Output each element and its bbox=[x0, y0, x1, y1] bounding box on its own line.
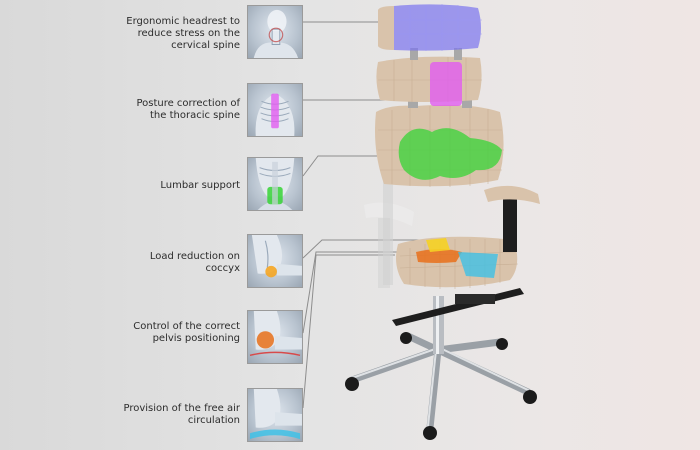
lumbar-spine-xray-icon bbox=[247, 157, 303, 211]
air-label: Provision of the free air circulation bbox=[123, 403, 240, 426]
pelvis-label: Control of the correct pelvis positionin… bbox=[133, 321, 240, 344]
right-armrest bbox=[484, 185, 540, 252]
backrest bbox=[375, 104, 504, 187]
coccyx-highlight bbox=[426, 238, 450, 252]
air-circulation-xray-icon bbox=[247, 388, 303, 442]
neck-xray-icon bbox=[247, 5, 303, 59]
pelvis-highlight bbox=[416, 249, 462, 263]
headrest bbox=[378, 4, 482, 60]
thoracic-label: Posture correction of the thoracic spine bbox=[136, 98, 240, 121]
lumbar-label: Lumbar support bbox=[160, 180, 240, 191]
seat-cushion bbox=[396, 236, 519, 289]
air-circulation-highlight bbox=[458, 252, 498, 278]
thoracic-highlight bbox=[430, 62, 462, 106]
seat-mechanism bbox=[392, 288, 524, 326]
chair-base bbox=[345, 296, 537, 440]
coccyx-label: Load reduction on coccyx bbox=[149, 251, 240, 274]
thoracic-spine-xray-icon bbox=[247, 83, 303, 137]
headrest-highlight bbox=[394, 4, 481, 51]
upper-backrest bbox=[376, 56, 482, 108]
coccyx-xray-icon bbox=[247, 234, 303, 288]
lumbar-highlight bbox=[398, 128, 502, 180]
headrest-label: Ergonomic headrest to reduce stress on t… bbox=[126, 16, 240, 51]
pelvis-xray-icon bbox=[247, 310, 303, 364]
